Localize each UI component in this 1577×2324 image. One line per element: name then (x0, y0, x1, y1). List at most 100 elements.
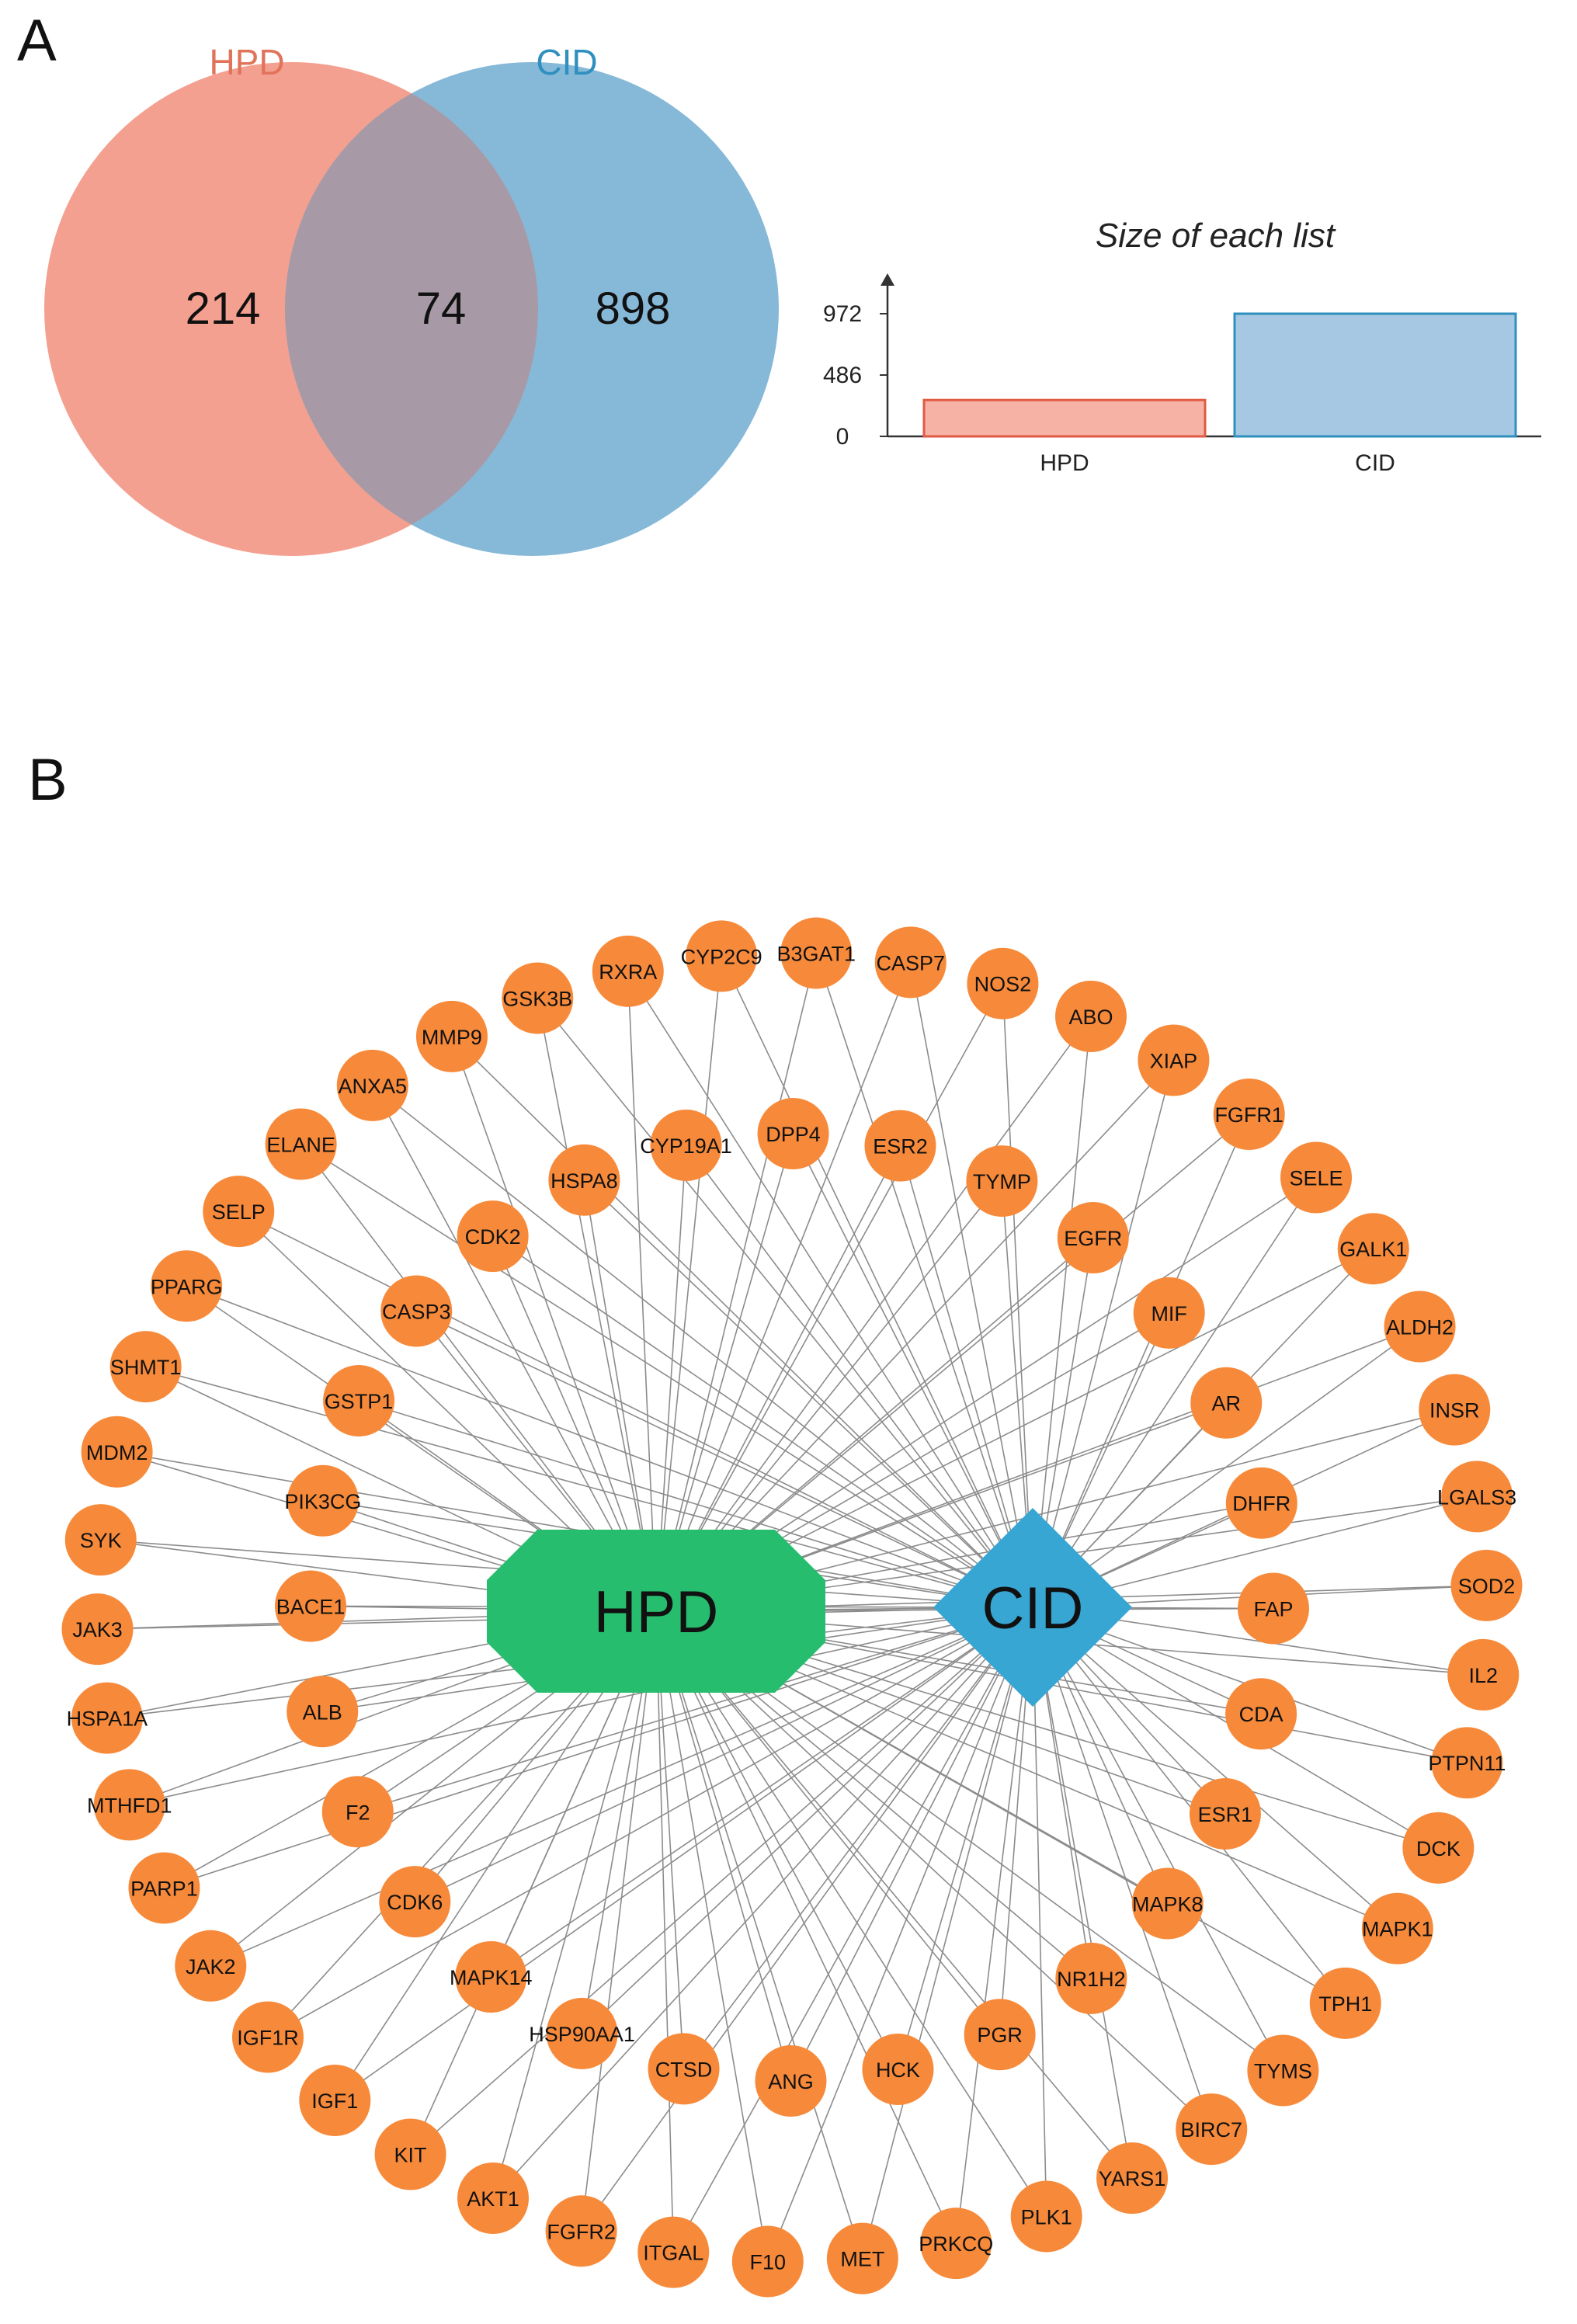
network-edge (1032, 1607, 1284, 2071)
network-edge (580, 1607, 1033, 2232)
network-edge (537, 998, 1033, 1608)
gene-label-alb: ALB (303, 1700, 342, 1724)
network-edge (897, 1607, 1033, 2070)
network-edge (627, 971, 1033, 1608)
venn-count-hpd-only: 214 (186, 283, 261, 334)
gene-label-mthfd1: MTHFD1 (87, 1794, 172, 1817)
network-edge (334, 1607, 1033, 2101)
network-edge (451, 1036, 657, 1612)
gene-node-yars1 (1096, 2142, 1169, 2215)
gene-node-hspa1a (71, 1682, 143, 1754)
gene-label-mapk8: MAPK8 (1132, 1893, 1204, 1916)
gene-label-prkcq: PRKCQ (919, 2232, 993, 2256)
network-edge (955, 1607, 1033, 2244)
gene-node-nos2 (967, 947, 1039, 1020)
y-tick-label: 486 (823, 363, 862, 388)
venn-count-overlap: 74 (416, 283, 467, 334)
gene-node-sele (1280, 1141, 1353, 1214)
gene-node-cdk2 (457, 1200, 529, 1273)
gene-label-nos2: NOS2 (974, 973, 1032, 996)
gene-label-f2: F2 (346, 1801, 370, 1824)
network-edge (164, 1607, 1033, 1889)
gene-label-cdk6: CDK6 (387, 1891, 443, 1914)
gene-node-abo (1055, 980, 1127, 1052)
gene-node-mapk14 (455, 1940, 527, 2013)
gene-node-jak2 (175, 1930, 247, 2002)
hub-label-hpd: HPD (594, 1579, 718, 1645)
network-edge (410, 1607, 1033, 2156)
gene-node-esr2 (864, 1110, 936, 1182)
panel-b-label: B (28, 747, 68, 813)
gene-node-ar (1190, 1367, 1263, 1439)
gene-label-il2: IL2 (1468, 1664, 1498, 1687)
gene-node-rxra (592, 935, 664, 1007)
gene-node-tymp (966, 1145, 1038, 1218)
gene-label-egfr: EGFR (1064, 1227, 1122, 1250)
gene-label-kit: KIT (394, 2144, 427, 2167)
network-edge (1032, 1607, 1346, 2004)
gene-node-mif (1133, 1277, 1205, 1349)
gene-node-galk1 (1337, 1213, 1409, 1285)
gene-label-nr1h2: NR1H2 (1057, 1968, 1126, 1991)
gene-label-pik3cg: PIK3CG (284, 1490, 361, 1513)
gene-node-elane (265, 1108, 337, 1180)
gene-label-igf1: IGF1 (311, 2090, 358, 2113)
gene-label-hck: HCK (876, 2058, 920, 2082)
network-edge (815, 953, 1033, 1608)
gene-label-gstp1: GSTP1 (325, 1390, 394, 1413)
gene-label-b3gat1: B3GAT1 (776, 943, 856, 966)
gene-node-ptpn11 (1431, 1727, 1503, 1799)
network-edge (685, 1145, 1033, 1608)
network-edge (129, 1607, 1033, 1806)
hub-node-hpd (487, 1530, 825, 1693)
gene-label-f10: F10 (749, 2250, 786, 2274)
venn-label-cid: CID (536, 42, 597, 82)
gene-node-f10 (731, 2225, 804, 2298)
gene-node-met (826, 2222, 898, 2294)
network-edge (862, 1607, 1033, 2259)
gene-label-parp1: PARP1 (130, 1877, 198, 1900)
gene-node-insr (1419, 1374, 1491, 1446)
network-edge (372, 1085, 657, 1612)
gene-label-insr: INSR (1429, 1399, 1480, 1423)
gene-node-ang (755, 2044, 827, 2117)
gene-label-elane: ELANE (266, 1133, 335, 1156)
network-edge (683, 1607, 1033, 2069)
gene-node-kit (374, 2118, 446, 2190)
network-edge (492, 1607, 1033, 2199)
network-edge (357, 1607, 1033, 1813)
gene-label-mmp9: MMP9 (422, 1026, 482, 1049)
gene-label-itgal: ITGAL (643, 2242, 703, 2265)
gene-label-xiap: XIAP (1150, 1049, 1198, 1072)
hub-label-cid: CID (982, 1575, 1084, 1641)
venn-count-cid-only: 898 (596, 283, 671, 334)
venn-label-hpd: HPD (209, 42, 284, 82)
gene-label-pparg: PPARG (151, 1275, 223, 1298)
network-edge (537, 998, 657, 1612)
x-tick-label: CID (1355, 450, 1395, 476)
gene-label-lgals3: LGALS3 (1437, 1485, 1516, 1509)
gene-label-hsp90aa1: HSP90AA1 (529, 2023, 635, 2046)
gene-label-igf1r: IGF1R (237, 2027, 299, 2050)
gene-node-mthfd1 (93, 1769, 165, 1841)
gene-label-abo: ABO (1068, 1006, 1113, 1029)
network-edge (186, 1285, 1033, 1608)
gene-node-prkcq (920, 2208, 992, 2280)
network-edge (238, 1211, 1033, 1608)
network-edge (1032, 1607, 1213, 2130)
gene-node-pgr (964, 1999, 1036, 2071)
gene-label-dpp4: DPP4 (766, 1123, 821, 1146)
gene-node-b3gat1 (780, 917, 853, 989)
network-edge (1032, 1016, 1092, 1608)
gene-label-sele: SELE (1289, 1166, 1343, 1190)
gene-node-mapk8 (1131, 1867, 1204, 1940)
gene-node-cyp2c9 (686, 920, 758, 992)
gene-label-tyms: TYMS (1254, 2060, 1312, 2083)
network-edge (1002, 983, 1033, 1608)
gene-node-itgal (637, 2216, 710, 2288)
network-edge (372, 1085, 1033, 1608)
gene-node-dhfr (1225, 1467, 1297, 1539)
gene-node-esr1 (1189, 1778, 1261, 1850)
gene-node-cyp19a1 (650, 1109, 722, 1181)
gene-label-cda: CDA (1239, 1703, 1283, 1726)
